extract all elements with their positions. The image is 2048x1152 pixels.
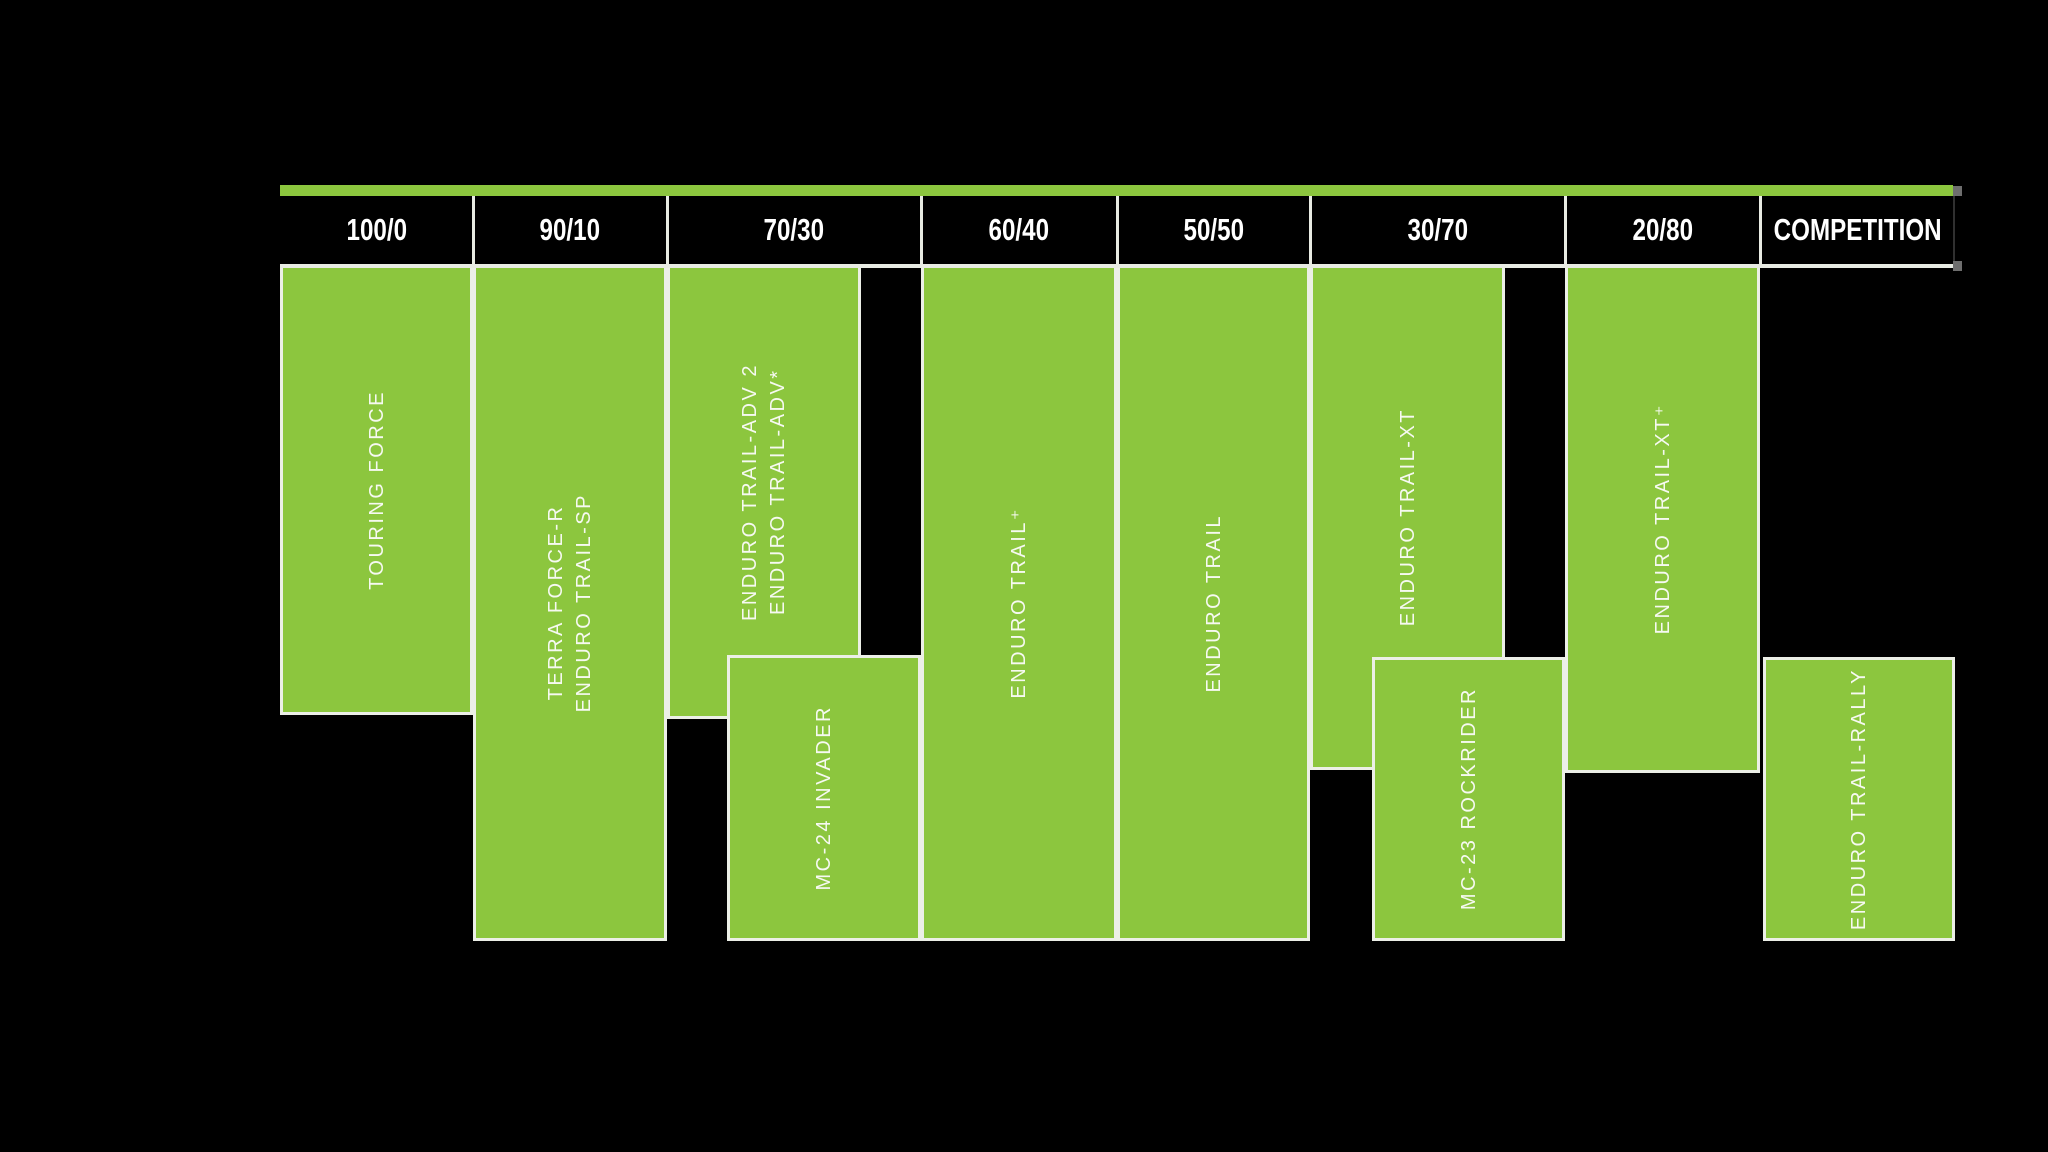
product-bar-label: ENDURO TRAIL-XT⁺	[1651, 403, 1674, 635]
category-header-100-0: 100/0	[280, 196, 473, 264]
column-divider	[1116, 196, 1119, 264]
category-label: 20/80	[1632, 212, 1693, 247]
column-divider	[920, 196, 923, 264]
category-label: 50/50	[1183, 212, 1244, 247]
category-header-50-50: 50/50	[1117, 196, 1310, 264]
category-header-70-30: 70/30	[667, 196, 921, 264]
category-label: COMPETITION	[1773, 212, 1942, 247]
category-header-90-10: 90/10	[473, 196, 667, 264]
product-bar-enduro-trail: ENDURO TRAIL	[1117, 268, 1310, 941]
product-bar-label: TOURING FORCE	[365, 390, 388, 590]
column-divider	[1564, 196, 1567, 264]
product-bar-label: MC-24 INVADER	[813, 705, 835, 891]
product-bar-label: TERRA FORCE-R ENDURO TRAIL-SP	[545, 493, 595, 713]
product-bar-enduro-trail-rally: ENDURO TRAIL-RALLY	[1763, 657, 1955, 941]
product-bar-label: MC-23 ROCKRIDER	[1457, 687, 1480, 911]
accent-bar-end-cap	[1953, 186, 1962, 196]
top-accent-bar	[280, 185, 1953, 196]
product-bar-mc-24-invader: MC-24 INVADER	[727, 655, 921, 941]
category-header-20-80: 20/80	[1565, 196, 1760, 264]
header-underline	[280, 264, 1953, 268]
product-bar-terra-force-r: TERRA FORCE-R ENDURO TRAIL-SP	[473, 268, 667, 941]
product-bar-enduro-trail-xt-plus: ENDURO TRAIL-XT⁺	[1565, 268, 1760, 773]
column-divider	[1759, 196, 1762, 264]
product-bar-enduro-trail-plus: ENDURO TRAIL⁺	[921, 268, 1117, 941]
column-divider	[1309, 196, 1312, 264]
product-bar-label: ENDURO TRAIL-XT	[1396, 408, 1419, 627]
column-divider	[472, 196, 475, 264]
header-underline-end-cap	[1953, 261, 1962, 271]
product-bar-label: ENDURO TRAIL-RALLY	[1848, 667, 1870, 931]
category-label: 70/30	[763, 212, 825, 247]
product-bar-touring-force: TOURING FORCE	[280, 268, 473, 715]
product-bar-label: ENDURO TRAIL-ADV 2 ENDURO TRAIL-ADV*	[739, 362, 789, 621]
product-bar-label: ENDURO TRAIL	[1202, 513, 1225, 693]
category-header-30-70: 30/70	[1310, 196, 1565, 264]
category-label: 90/10	[539, 212, 601, 247]
category-label: 100/0	[346, 212, 407, 247]
category-label: 60/40	[988, 212, 1050, 247]
product-bar-enduro-trail-adv: ENDURO TRAIL-ADV 2 ENDURO TRAIL-ADV*	[667, 268, 861, 719]
product-bar-mc-23-rockrider: MC-23 ROCKRIDER	[1372, 657, 1565, 941]
header-right-edge-line	[1953, 196, 1955, 264]
category-header-60-40: 60/40	[921, 196, 1117, 264]
category-header-competition: COMPETITION	[1760, 196, 1955, 264]
column-divider	[666, 196, 669, 264]
category-label: 30/70	[1407, 212, 1468, 247]
product-bar-label: ENDURO TRAIL⁺	[1008, 507, 1030, 699]
